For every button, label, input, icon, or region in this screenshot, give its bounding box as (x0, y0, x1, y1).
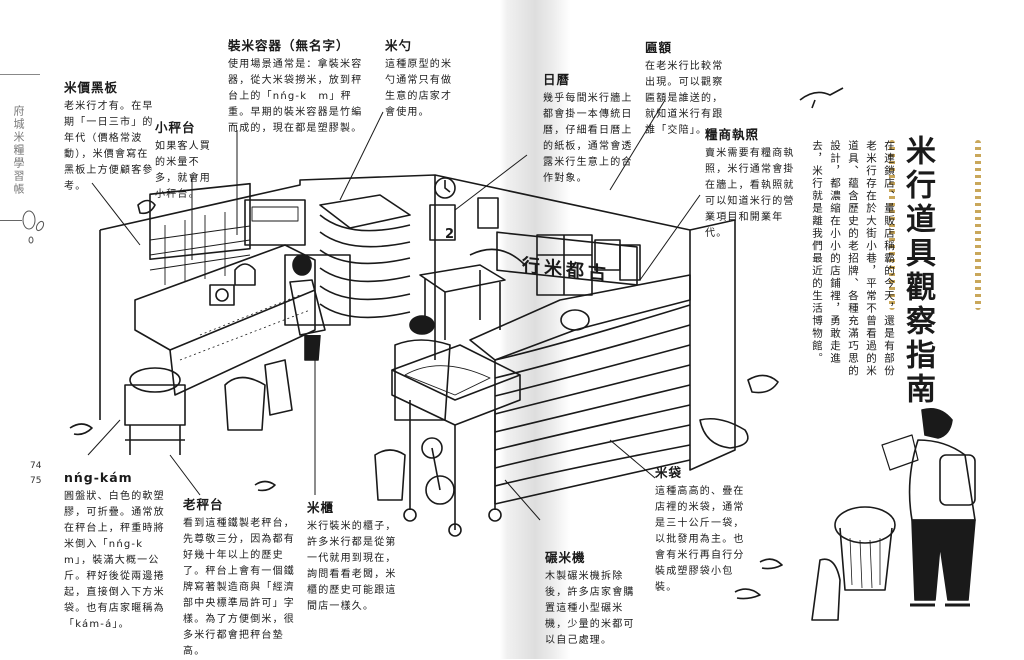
label-title: 米櫃 (307, 500, 335, 515)
label-calendar: 日曆 幾乎每間米行牆上都會掛一本傳統日曆，仔細看日曆上的紙板，通常會透露米行生意… (543, 72, 633, 187)
label-old-scale: 老秤台 看到這種鐵製老秤台，先尊敬三分，因為都有好幾十年以上的歷史了。秤台上會有… (183, 497, 298, 660)
rice-bag-stack-left (319, 194, 411, 319)
label-body: 使用場景通常是：拿裝米容器，從大米袋撈米，放到秤台上的「nńg-k m」秤重。早… (228, 59, 363, 134)
label-body: 這種原型的米勺通常只有做生意的店家才會使用。 (385, 59, 453, 118)
page-number-left: 74 (30, 461, 42, 471)
old-scale-drawing (124, 384, 186, 426)
label-body: 這種高高的、疊在店裡的米袋，通常是三十公斤一袋，以批發用為主。也會有米行再自行分… (655, 486, 745, 593)
customer-figure (409, 315, 435, 335)
label-body: 在老米行比較常出現。可以觀察匾額是誰送的，就知道米行有跟誰「交陪」。 (645, 61, 724, 136)
bird-drawing (759, 558, 783, 570)
label-title: nńg-kám (64, 470, 133, 485)
label-mill: 碾米機 木製碾米機拆除後，許多店家會購置這種小型碾米機，少量的米都可以自己處理。 (545, 550, 635, 649)
calendar-day: 2 (445, 227, 454, 242)
table-drawing (419, 264, 506, 340)
margin-rule (0, 220, 22, 221)
girl-with-backpack-drawing (881, 407, 976, 607)
label-title: 老秤台 (183, 497, 224, 512)
label-title: 日曆 (543, 72, 571, 87)
label-body: 老米行才有。在早期「一日三市」的年代（價格常波動），米價會寫在黑板上方便顧客參考… (64, 101, 154, 192)
rice-bag-small (264, 359, 293, 416)
running-head: 府城米糧學習帳 (12, 105, 25, 196)
label-body: 看到這種鐵製老秤台，先尊敬三分，因為都有好幾十年以上的歷史了。秤台上會有一個鐵牌… (183, 518, 295, 657)
page-number-right: 75 (30, 476, 42, 486)
label-rice-bag: 米袋 這種高高的、疊在店裡的米袋，通常是三十公斤一袋，以批發用為主。也會有米行再… (655, 465, 750, 596)
label-title: 糧商執照 (705, 127, 760, 142)
rice-mill-drawing (391, 344, 521, 537)
straw-hat-drawing (469, 248, 526, 266)
label-license: 糧商執照 賣米需要有糧商執照，米行通常會掛在牆上，看執照就可以知道米行的營業項目… (705, 127, 795, 242)
margin-rule (0, 74, 40, 75)
label-body: 米行裝米的櫃子，許多米行都是從第一代就用到現在，詢問看看老闆，米櫃的歷史可能跟這… (307, 521, 397, 612)
gold-chain-decoration (889, 140, 895, 310)
cat-drawing (747, 374, 779, 394)
open-rice-bag (224, 376, 266, 431)
clock-drawing (434, 177, 456, 199)
cat-drawing (699, 417, 749, 449)
label-title: 小秤台 (155, 120, 196, 135)
label-nng-kam: nńg-kám 圓盤狀、白色的軟塑膠，可折疊。通常放在秤台上，秤重時將米倒入「n… (64, 470, 169, 633)
calendar-drawing (429, 204, 456, 241)
plaque-frame (477, 197, 499, 229)
shop-sign-board (496, 231, 638, 286)
leader-lines (87, 99, 701, 521)
book-gutter (500, 0, 570, 659)
label-body: 如果客人買的米量不多，就會用小秤台。 (155, 141, 211, 200)
label-container: 裝米容器（無名字） 使用場景通常是：拿裝米容器，從大米袋撈米，放到秤台上的「nń… (228, 38, 363, 137)
blackboard-drawing (149, 182, 251, 261)
label-rice-bin: 米櫃 米行裝米的櫃子，許多米行都是從第一代就用到現在，詢問看看老闆，米櫃的歷史可… (307, 500, 397, 615)
intro-text: 在連鎖店、量販店稱霸的今天，還是有部份老米行存在於大街小巷，平常不曾看過的米道具… (811, 140, 895, 378)
gold-chain-decoration (975, 140, 981, 310)
bird-drawing (799, 87, 844, 109)
shopkeeper-figure (292, 254, 312, 276)
rice-grain-icon (22, 210, 45, 244)
label-body: 木製碾米機拆除後，許多店家會購置這種小型碾米機，少量的米都可以自己處理。 (545, 571, 635, 646)
open-rice-bag (374, 449, 406, 501)
woven-basket-drawing (834, 506, 896, 544)
label-title: 裝米容器（無名字） (228, 38, 350, 53)
bird-drawing (69, 423, 93, 436)
right-wall (434, 174, 736, 471)
bird-drawing (137, 199, 156, 215)
label-body: 賣米需要有糧商執照，米行通常會掛在牆上，看執照就可以知道米行的營業項目和開業年代… (705, 148, 795, 239)
cat-drawing (811, 558, 841, 621)
license-frame (244, 199, 306, 246)
label-title: 碾米機 (545, 550, 586, 565)
small-scale-drawing (209, 284, 235, 306)
label-scoop: 米勺 這種原型的米勺通常只有做生意的店家才會使用。 (385, 38, 455, 121)
label-title: 米袋 (655, 465, 683, 480)
label-body: 圓盤狀、白色的軟塑膠，可折疊。通常放在秤台上，秤重時將米倒入「nńg-k m」，… (64, 491, 165, 630)
label-title: 米勺 (385, 38, 413, 53)
wall-frame (619, 244, 641, 281)
label-small-scale: 小秤台 如果客人買的米量不多，就會用小秤台。 (155, 120, 220, 203)
bird-drawing (734, 588, 761, 600)
scoop-drawing (234, 263, 256, 286)
back-wall (99, 174, 436, 360)
label-plaque: 匾額 在老米行比較常出現。可以觀察匾額是誰送的，就知道米行有跟誰「交陪」。 (645, 40, 725, 139)
label-title: 匾額 (645, 40, 673, 55)
label-title: 米價黑板 (64, 80, 119, 95)
rice-bin-drawing (284, 254, 351, 326)
bird-drawing (254, 480, 276, 492)
page-title: 米行道具觀察指南 (900, 135, 935, 407)
label-blackboard: 米價黑板 老米行才有。在早期「一日三市」的年代（價格常波動），米價會寫在黑板上方… (64, 80, 154, 195)
label-body: 幾乎每間米行牆上都會掛一本傳統日曆，仔細看日曆上的紙板，通常會透露米行生意上的合… (543, 93, 633, 184)
